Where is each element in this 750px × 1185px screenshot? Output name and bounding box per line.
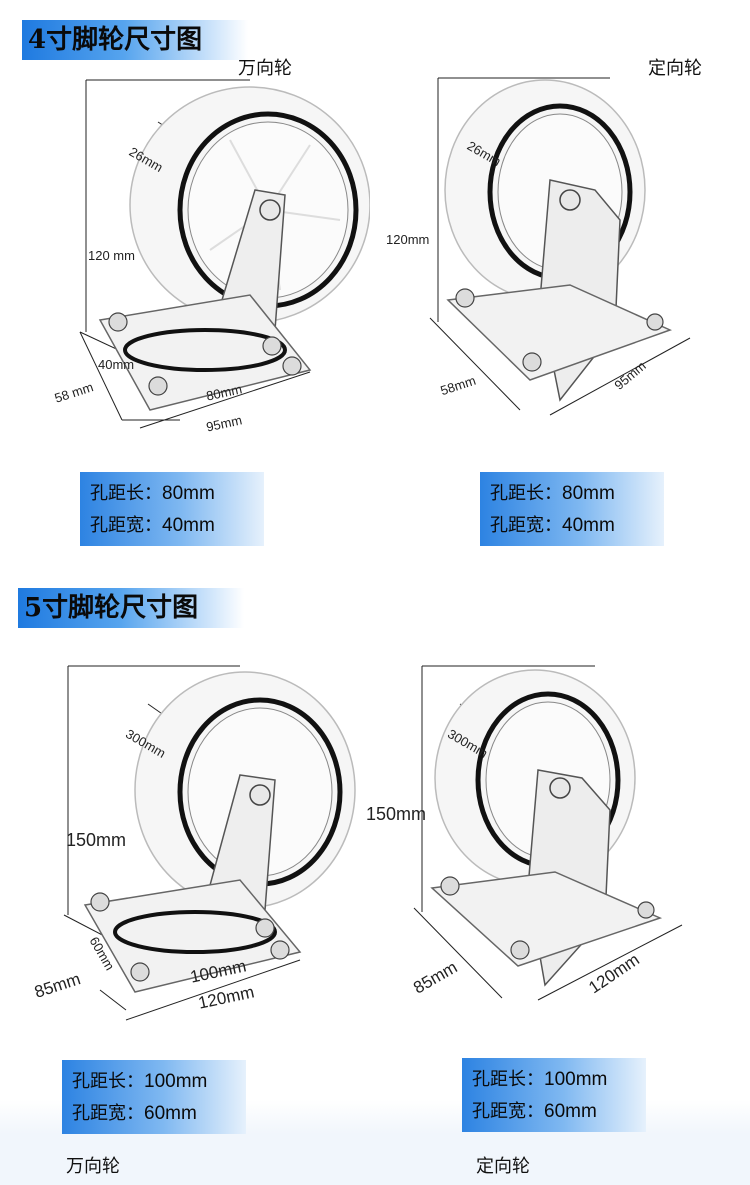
swivel-caster-diagram <box>79 79 370 429</box>
spec-hole-length: 孔距长：80mm <box>90 483 215 504</box>
spec-box-fixed-5inch: 孔距长：100mm 孔距宽：60mm <box>462 1058 646 1132</box>
spec-hole-width: 孔距宽：60mm <box>472 1101 597 1122</box>
spec-hole-length: 孔距长：80mm <box>490 483 615 504</box>
dim-height: 120 mm <box>88 248 135 263</box>
swivel-caster-diagram-5inch <box>63 665 356 1021</box>
spec-hole-width: 孔距宽：40mm <box>490 515 615 536</box>
spec-box-swivel-5inch: 孔距长：100mm 孔距宽：60mm <box>62 1060 246 1134</box>
spec-box-fixed-4inch: 孔距长：80mm 孔距宽：40mm <box>480 472 664 546</box>
swivel-caster-label: 万向轮 <box>66 1156 120 1177</box>
fixed-caster-diagram-5inch <box>413 665 683 1001</box>
dim-height: 150mm <box>66 830 127 850</box>
swivel-caster-label: 万向轮 <box>238 58 292 79</box>
spec-hole-width: 孔距宽：60mm <box>72 1103 197 1124</box>
fixed-dim-height: 120mm <box>386 232 430 247</box>
spec-hole-width: 孔距宽：40mm <box>90 515 215 536</box>
spec-hole-length: 孔距长：100mm <box>72 1071 208 1092</box>
spec-hole-length: 孔距长：100mm <box>472 1069 608 1090</box>
spec-box-swivel-4inch: 孔距长：80mm 孔距宽：40mm <box>80 472 264 546</box>
fixed-caster-label: 定向轮 <box>476 1156 530 1177</box>
fixed-caster-diagram <box>429 77 691 416</box>
dim-hole-width: 40mm <box>98 357 135 372</box>
section-title-4inch: 4寸脚轮尺寸图 <box>22 20 248 60</box>
fixed-dim-height: 150mm <box>366 804 427 824</box>
section-title-5inch: 5寸脚轮尺寸图 <box>18 588 244 628</box>
fixed-caster-label: 定向轮 <box>648 58 702 79</box>
